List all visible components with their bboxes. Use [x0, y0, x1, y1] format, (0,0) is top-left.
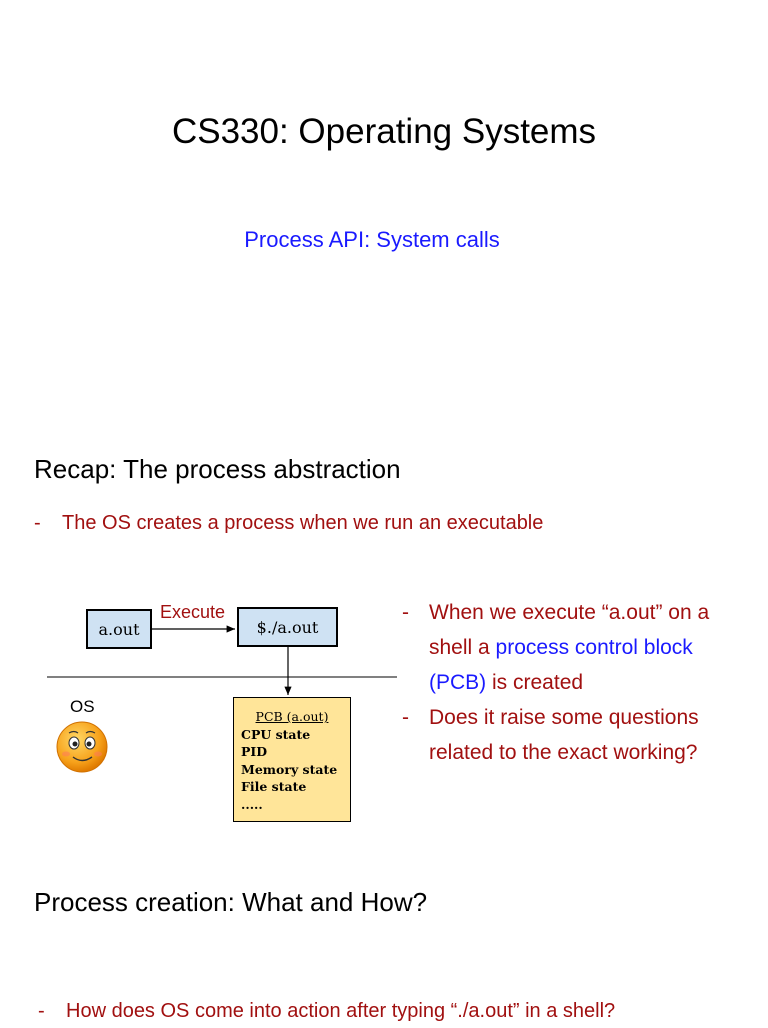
aout-box: a.out: [86, 609, 152, 649]
recap-heading: Recap: The process abstraction: [34, 454, 401, 484]
pcb-box: PCB (a.out) CPU state PID Memory state F…: [233, 697, 351, 822]
pcb-item: CPU state: [241, 726, 311, 742]
aout-label: a.out: [98, 619, 140, 639]
run-command-box: $./a.out: [237, 607, 338, 647]
pcb-item: Memory state: [241, 761, 338, 777]
right-bullet-1-line-2-pre: shell a: [429, 636, 496, 659]
bullet-dash: -: [402, 706, 409, 729]
process-creation-heading: Process creation: What and How?: [34, 887, 428, 917]
pcb-item: PID: [241, 744, 268, 759]
pcb-item: File state: [241, 779, 307, 794]
right-bullets: - When we execute “a.out” on a shell a p…: [402, 595, 752, 770]
right-bullet-1-line-3: (PCB) is created: [429, 665, 752, 700]
run-command-label: $./a.out: [256, 617, 319, 637]
right-bullet-2: - Does it raise some questions related t…: [402, 700, 752, 770]
pcb-term: process control block: [495, 636, 693, 659]
smiley-face-icon: [56, 721, 108, 773]
slide-title: CS330: Operating Systems: [171, 112, 597, 151]
bullet-dash: -: [38, 1000, 45, 1022]
right-bullet-1-line-3-post: is created: [486, 671, 584, 694]
bullet-dash: -: [402, 601, 409, 624]
process-creation-bullet-text: How does OS come into action after typin…: [66, 1000, 616, 1022]
right-bullet-2-line-2: related to the exact working?: [429, 741, 698, 764]
process-creation-bullet: - How does OS come into action after typ…: [38, 1000, 758, 1028]
right-bullet-1-line-1: When we execute “a.out” on a: [429, 601, 710, 624]
right-bullet-1: - When we execute “a.out” on a shell a p…: [402, 595, 752, 700]
os-label: OS: [70, 697, 95, 716]
right-bullet-1-line-2: shell a process control block: [429, 630, 752, 665]
right-bullet-2-line-1: Does it raise some questions: [429, 706, 699, 729]
bullet-dash: -: [34, 512, 41, 534]
slide-subtitle: Process API: System calls: [244, 227, 500, 252]
recap-bullet: - The OS creates a process when we run a…: [34, 512, 734, 540]
execute-label: Execute: [160, 602, 226, 622]
pcb-item: .....: [241, 796, 263, 812]
pcb-title: PCB (a.out): [255, 709, 329, 724]
pcb-abbrev: (PCB): [429, 671, 487, 694]
recap-bullet-text: The OS creates a process when we run an …: [62, 512, 544, 534]
